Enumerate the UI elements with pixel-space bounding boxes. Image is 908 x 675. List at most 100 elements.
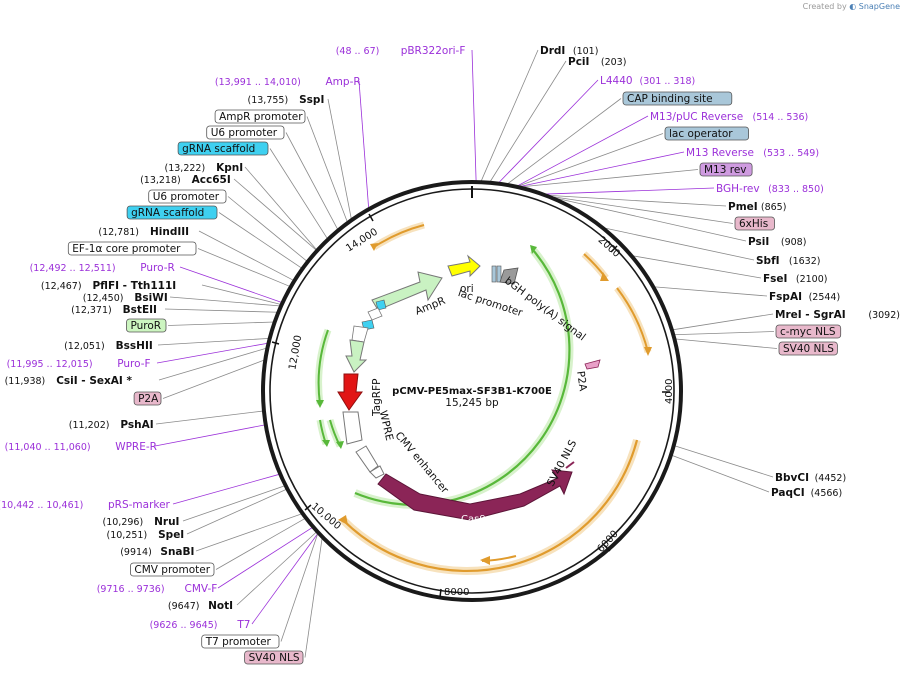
label-text-pflfi: PflFI - Tth111I <box>92 280 176 292</box>
label-range-psii: (908) <box>781 237 807 248</box>
label-bsteii: (12,371)BstEII <box>71 304 157 316</box>
leader-sspi <box>327 98 352 221</box>
cas9-label: Cas9 <box>461 514 486 525</box>
label-pshai: (11,202)PshAI <box>69 419 154 431</box>
label-kpni: (13,222)KpnI <box>165 162 244 174</box>
arrowhead-orange-bottom <box>338 515 348 525</box>
label-6xhis: 6xHis <box>734 216 775 231</box>
label-range-t7: (9626 .. 9645) <box>150 620 218 631</box>
label-text-ef1a-core-promoter: EF-1α core promoter <box>72 243 181 255</box>
label-text-grna-scaffold-1: gRNA scaffold <box>182 143 255 155</box>
label-range-noti: (9647) <box>168 601 200 612</box>
label-bsiwi: (12,450)BsiWI <box>83 292 168 304</box>
leader-bsshii <box>157 338 270 346</box>
cmv-enhancer-box <box>355 445 379 473</box>
leader-snabi <box>195 513 303 552</box>
leader-cap-binding-site <box>506 98 622 186</box>
leader-ef1a-core-promoter <box>197 248 291 288</box>
label-text-fspai: FspAI <box>769 291 802 303</box>
leader-m13-puc-reverse <box>515 115 649 188</box>
arrowhead-green-big-start <box>530 245 537 254</box>
leader-lac-operator <box>516 133 664 188</box>
leader-pcii <box>489 60 567 183</box>
label-range-paqci: (4566) <box>811 488 843 499</box>
label-u6-promoter-1: U6 promoter <box>206 125 285 140</box>
label-m13-reverse: (533 .. 549) M13 Reverse <box>686 147 819 159</box>
leader-t7-promoter <box>280 532 319 642</box>
label-text-bsiwi: BsiWI <box>134 292 167 304</box>
label-pflfi: (12,467) PflFI - Tth111I <box>41 280 176 292</box>
label-bgh-rev: (833 .. 850)BGH-rev <box>716 183 824 195</box>
leader-cmv-f <box>217 526 314 589</box>
label-c-myc-nls: c-myc NLS <box>775 324 842 339</box>
leader-sv40-nls-right <box>674 338 778 349</box>
arrowhead-right-upper <box>600 272 609 281</box>
label-range-fspai: (2544) <box>809 292 841 303</box>
lac-promoter-box-2 <box>496 265 502 283</box>
label-text-ampr-promoter: AmpR promoter <box>219 111 303 123</box>
label-bsshii: (12,051)BssHII <box>64 340 153 352</box>
label-text-p2a-left: P2A <box>138 393 159 405</box>
label-text-m13-rev: M13 rev <box>704 164 747 176</box>
label-box-lac-operator <box>664 126 749 141</box>
leader-u6-promoter-2 <box>227 196 308 263</box>
label-text-puro-r: Puro-R <box>140 262 175 274</box>
label-bbvci: (4452)BbvCI <box>775 472 846 484</box>
label-l4440: (301 .. 318)L4440 <box>600 75 695 87</box>
leader-lines <box>154 49 778 658</box>
label-snabi: (9914)SnaBI <box>120 546 194 558</box>
label-text-sbfi: SbfI <box>756 255 780 267</box>
label-sspi: (13,755)SspI <box>248 94 325 106</box>
leader-fsei <box>631 255 762 279</box>
leader-ampr-promoter <box>306 116 349 224</box>
label-range-mrei: (3092) <box>868 310 900 321</box>
ef1a-inner-marker <box>351 325 369 343</box>
arrowhead-green-small-2 <box>336 441 344 449</box>
label-text-psii: PsiI <box>748 236 769 248</box>
leader-psii <box>548 196 747 242</box>
label-text-mrei: MreI - SgrAI <box>775 309 846 321</box>
tick-6000 <box>603 544 611 552</box>
arrowhead-top-left <box>370 243 378 251</box>
label-box-grna-scaffold-1 <box>177 141 269 156</box>
label-mrei: (3092) MreI - SgrAI <box>775 309 900 321</box>
label-box-grna-scaffold-2 <box>126 205 218 220</box>
label-wpre-r: (11,040 .. 11,060)WPRE-R <box>5 441 157 453</box>
label-text-u6-promoter-2: U6 promoter <box>153 191 220 203</box>
label-range-acc65i: (13,218) <box>140 175 181 186</box>
label-u6-promoter-2: U6 promoter <box>148 189 227 204</box>
label-text-kpni: KpnI <box>216 162 243 174</box>
backbone-outer <box>261 180 683 602</box>
label-text-pshai: PshAI <box>120 419 153 431</box>
leader-kpni <box>244 166 318 251</box>
label-box-t7-promoter <box>201 634 280 649</box>
tick-label-8000: 8000 <box>444 587 469 598</box>
label-range-drdi: (101) <box>573 46 599 57</box>
label-noti: (9647)NotI <box>168 600 233 612</box>
label-text-pmei: PmeI <box>728 201 758 213</box>
label-range-csii: (11,938) <box>5 376 46 387</box>
label-range-pflfi: (12,467) <box>41 281 82 292</box>
leader-paqci <box>670 454 770 493</box>
label-text-m13-puc-reverse: M13/pUC Reverse <box>650 111 743 123</box>
label-range-puro-f: (11,995 .. 12,015) <box>7 359 93 370</box>
label-range-hindiii: (12,781) <box>98 227 139 238</box>
ori-arrow <box>447 254 481 278</box>
label-range-puro-r: (12,492 .. 12,511) <box>30 263 116 274</box>
label-text-m13-reverse: M13 Reverse <box>686 147 754 159</box>
leader-spei <box>186 488 288 535</box>
snapgene-credit: Created by ◐ SnapGene <box>803 2 900 11</box>
leader-wpre-r <box>154 424 266 447</box>
label-range-cmv-f: (9716 .. 9736) <box>97 584 165 595</box>
label-box-6xhis <box>734 216 775 231</box>
label-cmv-promoter: CMV promoter <box>129 562 215 577</box>
label-range-m13-reverse: (533 .. 549) <box>763 148 819 159</box>
leader-pmei <box>544 194 727 207</box>
label-box-cmv-promoter <box>129 562 215 577</box>
leader-puror <box>167 321 275 326</box>
label-text-t7: T7 <box>236 619 250 631</box>
orf-arc-orange-bottom-core <box>342 439 639 573</box>
leader-m13-reverse <box>517 151 685 188</box>
label-range-pmei: (865) <box>761 202 787 213</box>
